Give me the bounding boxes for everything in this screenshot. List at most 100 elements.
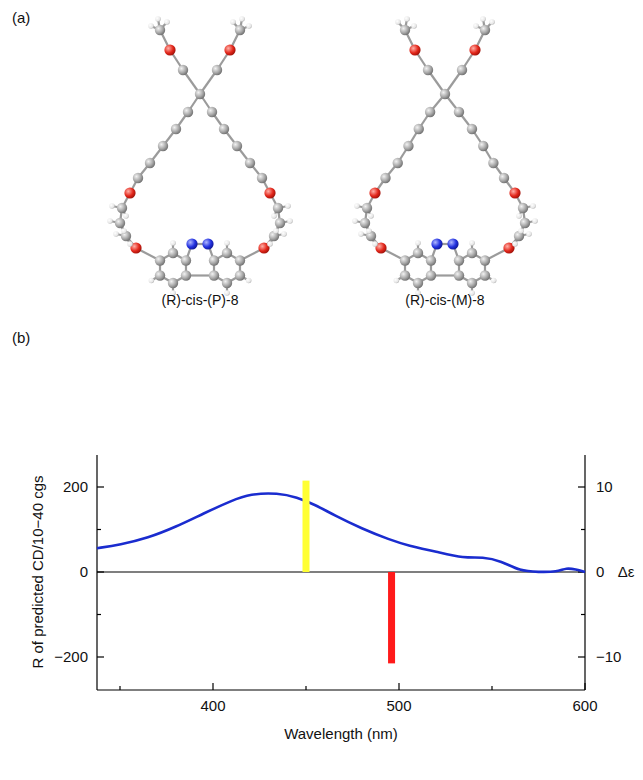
tick-label: 600 [572,697,597,715]
atom [411,23,417,29]
atom [395,19,401,25]
atom [467,124,477,134]
tick [97,529,101,530]
atom [362,203,372,213]
atom [202,238,213,249]
atom [423,65,433,75]
atom [171,124,181,134]
atom [121,228,127,234]
atom [230,19,236,25]
panel-label: (a) [12,9,30,27]
tick [398,683,399,690]
atom [480,270,490,280]
tick-label: −200 [54,648,88,666]
atom [164,44,175,55]
tick [119,686,120,690]
bottom-axis [97,689,585,690]
tick-label: 0 [80,563,88,581]
atom [123,213,129,219]
atom [183,107,193,117]
atom [168,278,178,288]
tick [97,656,104,657]
ball-and-stick-model [107,16,293,296]
atom [457,65,467,75]
atom [489,19,495,25]
atom [107,218,113,224]
atom [222,278,232,288]
tick [584,683,585,690]
atom [246,278,252,284]
atom [509,187,520,198]
molecule-label: (R)-cis-(M)-8 [405,292,484,309]
atom [512,241,518,247]
tick-label: 400 [200,697,225,715]
atom [403,141,413,151]
atom [127,241,133,247]
atom [369,187,380,198]
atom [469,240,475,246]
atom [473,23,479,29]
atom [224,44,235,55]
atom [155,25,165,35]
molecule-models [107,16,538,296]
atom [431,238,442,249]
tick-label: −10 [596,648,621,666]
atom [285,203,291,209]
tick [578,656,585,657]
atom [267,241,273,247]
tick [212,683,213,690]
atom [245,158,255,168]
atom [149,278,155,284]
predicted-cd-bar [303,481,310,572]
atom [271,213,277,219]
atom [352,218,358,224]
atom [440,89,450,99]
zero-line [97,571,585,572]
tick [97,614,101,615]
axis-title: R of predicted CD/10−40 cgs [29,475,47,668]
predicted-cd-bar [388,572,395,663]
atom [520,218,530,228]
atom [281,231,287,237]
cd-spectrum-curve [97,494,585,572]
molecule-label: (R)-cis-(P)-8 [162,292,239,309]
atom [222,248,232,258]
atom [413,248,423,258]
atom [155,270,165,280]
atom [178,65,188,75]
atom [380,173,390,183]
tick [581,529,585,530]
tick [581,614,585,615]
atom [117,203,127,213]
atom [155,16,161,22]
atom [526,231,532,237]
atom [358,231,364,237]
atom [219,124,229,134]
atom [145,158,155,168]
atom [518,203,528,213]
atom [518,228,524,234]
atom [155,255,165,265]
atom [426,255,436,265]
tick-label: 10 [596,478,613,496]
atom [400,255,410,265]
atom [360,218,370,228]
atom [224,240,230,246]
atom [469,44,480,55]
tick-label: 0 [596,563,604,581]
atom [181,270,191,280]
tick [578,486,585,487]
atom [372,241,378,247]
atom [499,173,509,183]
axis-title: Wavelength (nm) [284,725,398,743]
atom [115,218,125,228]
atom [413,278,423,288]
tick [305,686,306,690]
atom [467,278,477,288]
atom [480,25,490,35]
atom [168,248,178,258]
atom [235,25,245,35]
